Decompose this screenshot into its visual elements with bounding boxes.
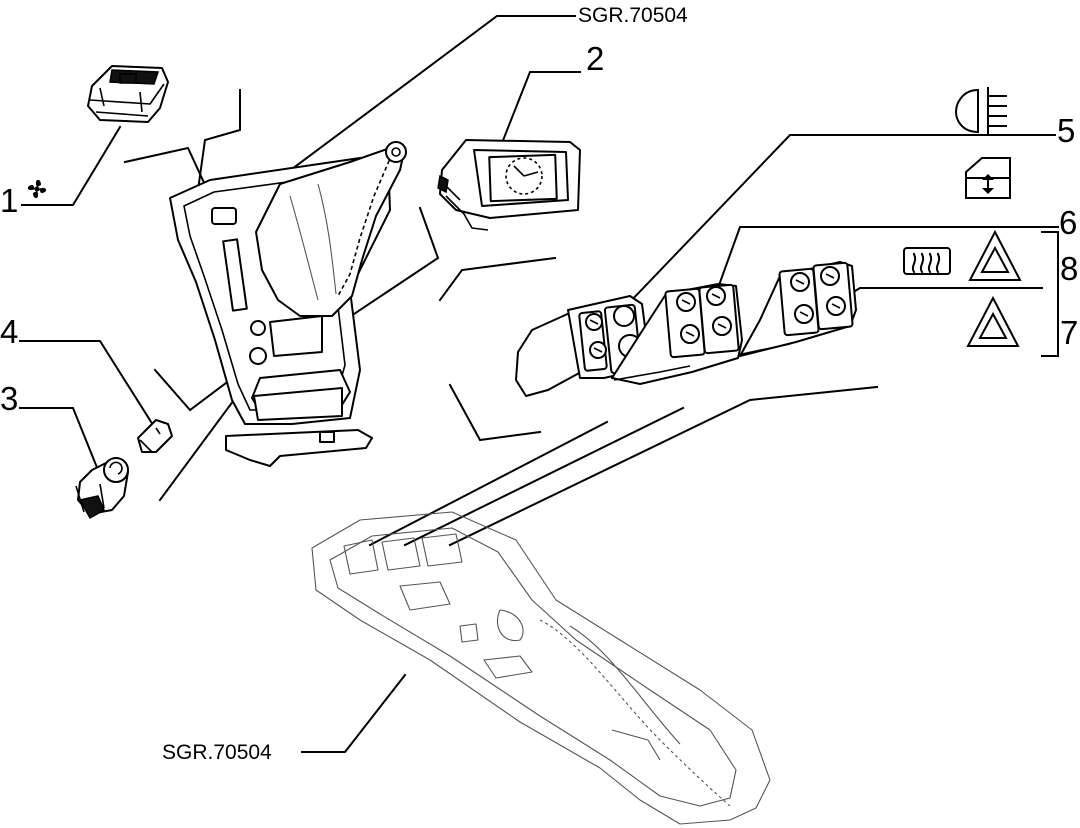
fog-light-icon [954, 87, 1007, 135]
switch-7-8 [739, 261, 857, 357]
pointer-line-1 [368, 420, 609, 547]
guide-line-7 [448, 383, 542, 442]
leader-part-2 [498, 71, 581, 150]
part-number-2: 2 [586, 40, 604, 77]
leader-part-6 [716, 226, 1059, 290]
hazard-warning-icon [968, 229, 1022, 281]
leader-part-3 [19, 407, 100, 472]
leader-lines [19, 15, 1059, 753]
part-number-3: 3 [0, 380, 18, 417]
leader-part-5 [625, 134, 1056, 307]
guide-line-3 [328, 206, 440, 332]
guide-line-1 [196, 89, 241, 192]
hazard-warning-icon [966, 295, 1020, 347]
switch-6 [611, 283, 743, 385]
fan-icon [27, 179, 47, 199]
reference-label-top: SGR.70504 [578, 4, 688, 27]
guide-line-6 [158, 383, 247, 502]
leader-part-4 [19, 340, 155, 427]
leader-part-1 [21, 125, 122, 206]
bracket-7-8 [1041, 231, 1059, 357]
part-number-1: 1 [0, 182, 18, 219]
part-4-bulb [137, 419, 173, 453]
power-window-icon [965, 157, 1011, 199]
part-number-4: 4 [0, 313, 18, 350]
part-3-lamp-holder [75, 457, 129, 520]
leader-part-7-8 [838, 287, 1043, 302]
part-number-7: 7 [1060, 314, 1078, 351]
part-number-5: 5 [1057, 112, 1075, 149]
leader-ref-top [286, 15, 576, 174]
part-number-6: 6 [1059, 204, 1077, 241]
reference-label-bottom: SGR.70504 [162, 741, 272, 764]
guide-line-5 [153, 368, 232, 412]
part-2-clock [437, 139, 581, 231]
console-bezel [169, 141, 407, 467]
guide-line-4 [438, 256, 557, 302]
pointer-line-3 [448, 385, 879, 547]
part-1-switch [87, 65, 169, 123]
rear-defrost-icon [903, 247, 951, 275]
part-number-8: 8 [1060, 250, 1078, 287]
center-console [311, 511, 771, 825]
pointer-line-2 [403, 406, 685, 547]
leader-ref-bottom [301, 673, 407, 753]
